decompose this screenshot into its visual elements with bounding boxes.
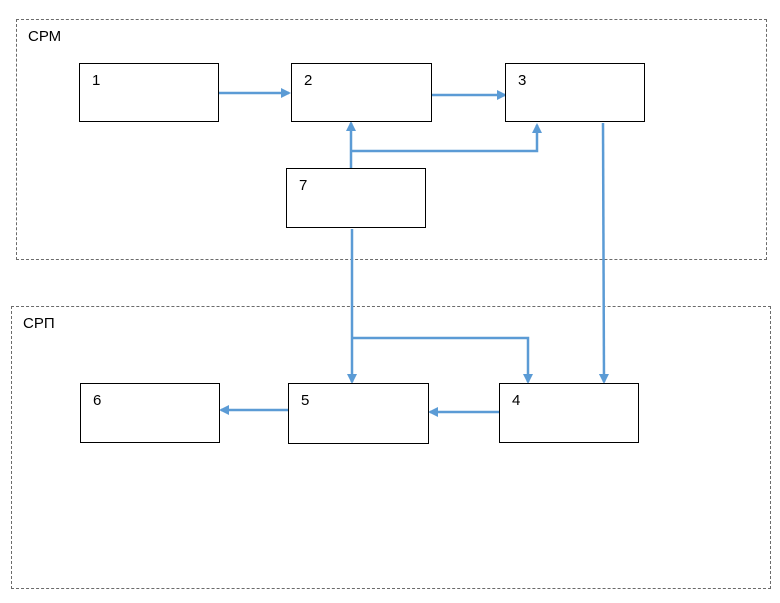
node-6-label: 6 [93,392,101,409]
node-7-label: 7 [299,177,307,194]
node-7: 7 [286,168,426,228]
node-4: 4 [499,383,639,443]
group-srp-label: СРП [23,315,55,332]
group-srp: СРП [11,306,771,589]
node-5-label: 5 [301,392,309,409]
node-6: 6 [80,383,220,443]
node-5: 5 [288,383,429,444]
node-2-label: 2 [304,72,312,89]
node-3: 3 [505,63,645,122]
group-srm-label: СРМ [28,28,61,45]
node-1: 1 [79,63,219,122]
node-2: 2 [291,63,432,122]
node-1-label: 1 [92,72,100,89]
node-4-label: 4 [512,392,520,409]
node-3-label: 3 [518,72,526,89]
